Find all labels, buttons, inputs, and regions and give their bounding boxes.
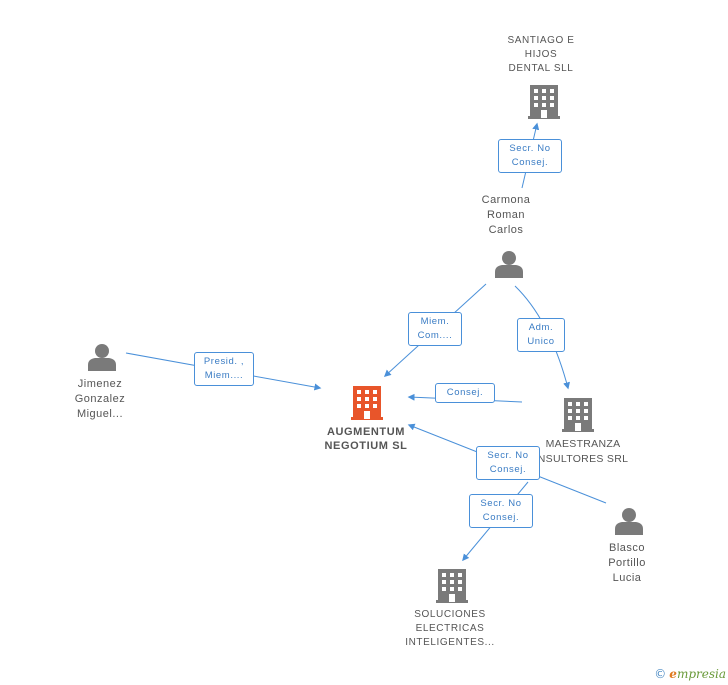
person-label-carmona[interactable]: Carmona Roman Carlos: [481, 194, 531, 236]
building-icon[interactable]: [436, 569, 468, 603]
empresia-watermark: ©empresia: [654, 667, 726, 681]
person-icon[interactable]: [615, 508, 643, 535]
person-label-blasco[interactable]: Blasco Portillo Lucia: [608, 542, 646, 584]
building-icon[interactable]: [528, 85, 560, 119]
company-label-soluciones[interactable]: SOLUCIONES ELECTRICAS INTELIGENTES...: [405, 609, 495, 648]
company-label-santiago[interactable]: SANTIAGO E HIJOS DENTAL SLL: [507, 35, 575, 74]
relation-label-blasco-augmentum[interactable]: Secr. No Consej.: [476, 446, 540, 480]
company-label-augmentum[interactable]: AUGMENTUM NEGOTIUM SL: [324, 426, 408, 452]
company-label-maestranza[interactable]: MAESTRANZA NSULTORES SRL: [537, 438, 629, 465]
copyright-symbol: ©: [654, 667, 667, 681]
relation-label-jimenez-augmentum[interactable]: Presid. , Miem....: [194, 352, 254, 386]
brand-name: mpresia: [676, 667, 726, 681]
relation-label-blasco-soluciones[interactable]: Secr. No Consej.: [469, 494, 533, 528]
relation-label-carmona-augmentum[interactable]: Miem. Com....: [408, 312, 462, 346]
person-icon[interactable]: [88, 344, 116, 371]
building-icon[interactable]: [562, 398, 594, 432]
brand-initial: e: [669, 667, 677, 681]
relation-label-maestranza-augmentum[interactable]: Consej.: [435, 383, 495, 403]
person-icon[interactable]: [495, 251, 523, 278]
person-label-jimenez[interactable]: Jimenez Gonzalez Miguel...: [74, 378, 126, 420]
relation-label-carmona-santiago[interactable]: Secr. No Consej.: [498, 139, 562, 173]
relation-label-carmona-maestranza[interactable]: Adm. Unico: [517, 318, 565, 352]
main-building-icon[interactable]: [351, 386, 383, 420]
